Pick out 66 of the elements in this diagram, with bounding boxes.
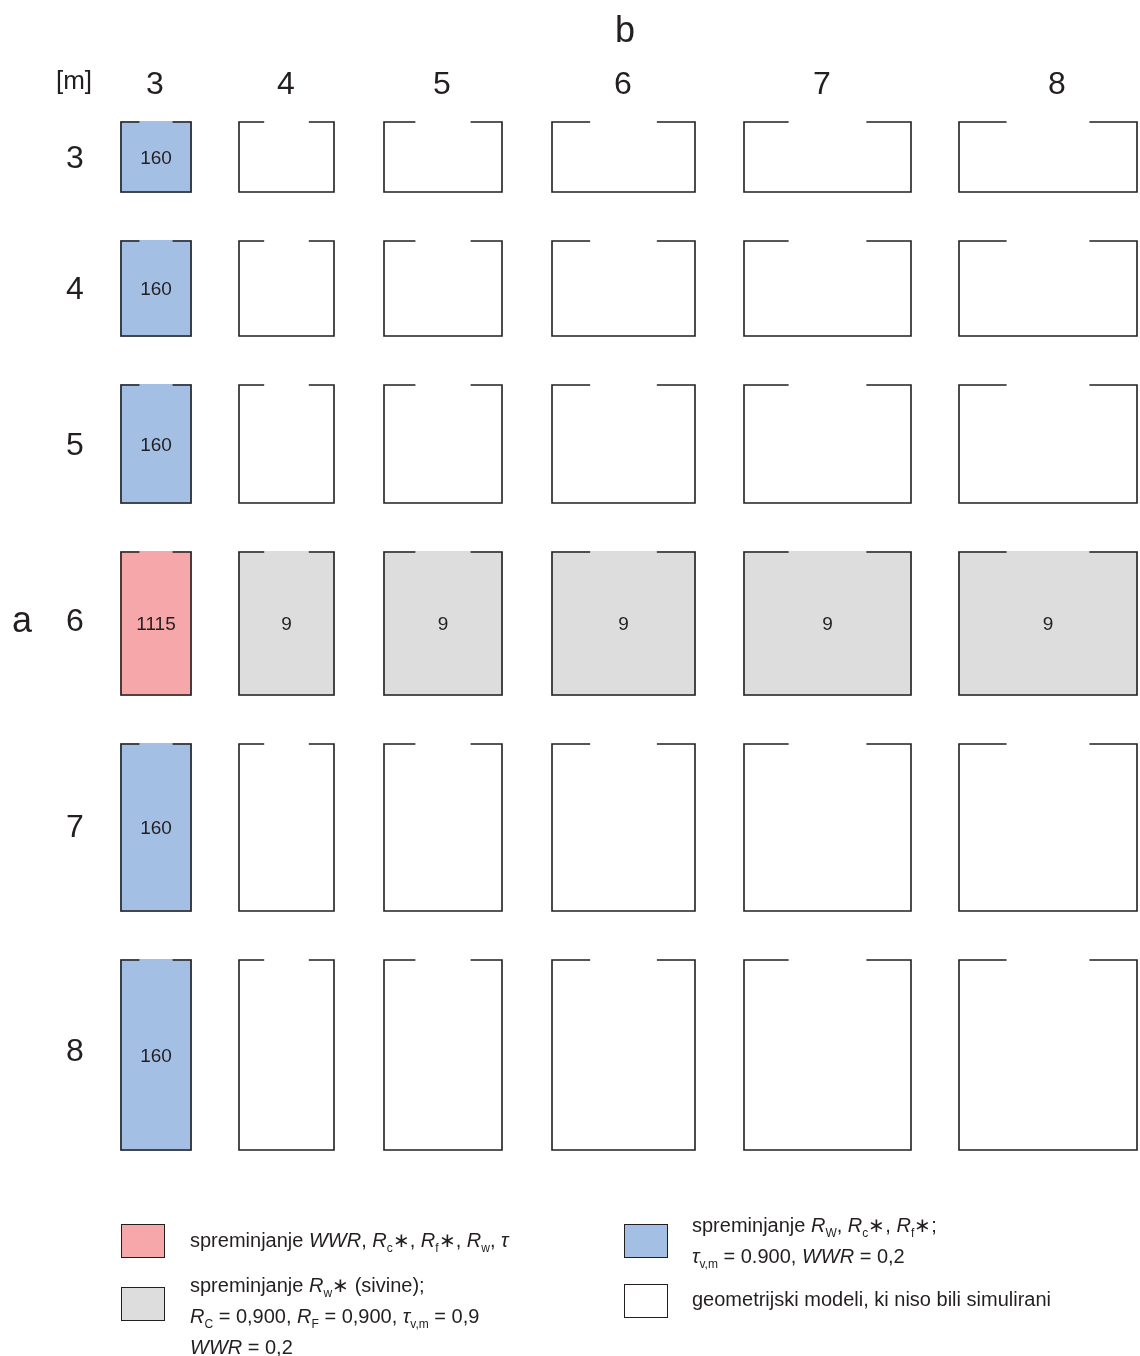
empty-room-plan-box <box>743 743 912 912</box>
count-value: 9 <box>437 614 449 633</box>
room-plan-box <box>551 551 696 696</box>
legend-text: spreminjanje R$_{W}$, R$_{c}$∗, R$_{f}$∗; τ$_{v,m}$ = 0.900, WWR = 0,2 <box>692 1213 938 1272</box>
room-plan-box <box>120 743 192 912</box>
axis-title: a <box>12 602 32 638</box>
room-plan-box <box>958 551 1138 696</box>
empty-room-plan-box <box>958 959 1138 1151</box>
unit-label: [m] <box>55 67 93 93</box>
empty-room-plan-box <box>743 121 912 193</box>
count-value: 9 <box>281 614 292 633</box>
empty-room-plan-box <box>238 240 335 337</box>
empty-room-plan-box <box>383 384 503 504</box>
empty-room-plan-box <box>958 384 1138 504</box>
room-plan-box <box>238 551 335 696</box>
axis-value: 3 <box>146 67 164 99</box>
legend-text: spreminjanje WWR, R$_{c}$∗, R$_{f}$∗, R$_{w}$, τ <box>190 1228 511 1256</box>
axis-value: 7 <box>66 810 84 842</box>
empty-room-plan-box <box>383 240 503 337</box>
empty-room-plan-box <box>551 959 696 1151</box>
axis-value: 8 <box>1048 67 1066 99</box>
count-value: 160 <box>140 434 172 454</box>
axis-value: 5 <box>66 428 84 460</box>
axis-value: 7 <box>813 67 831 99</box>
empty-room-plan-box <box>238 743 335 912</box>
empty-room-plan-box <box>958 121 1138 193</box>
axis-value: 4 <box>277 67 295 99</box>
count-value: 1115 <box>136 614 176 633</box>
axis-value: 6 <box>66 604 84 636</box>
count-value: 9 <box>618 614 629 633</box>
axis-value: 5 <box>433 67 451 99</box>
empty-room-plan-box <box>743 384 912 504</box>
empty-room-plan-box <box>551 240 696 337</box>
count-value: 160 <box>140 279 172 298</box>
empty-room-plan-box <box>383 743 503 912</box>
empty-room-plan-box <box>743 959 912 1151</box>
empty-room-plan-box <box>551 121 696 193</box>
room-plan-box <box>120 384 192 504</box>
room-plan-box <box>120 959 192 1151</box>
empty-room-plan-box <box>383 959 503 1151</box>
legend-text: geometrijski modeli, ki niso bili simulirani <box>692 1287 1052 1312</box>
empty-room-plan-box <box>238 121 335 193</box>
room-plan-box <box>743 551 912 696</box>
empty-room-plan-box <box>551 384 696 504</box>
axis-value: 4 <box>66 272 84 304</box>
empty-room-plan-box <box>383 121 503 193</box>
room-plan-box <box>120 121 192 193</box>
empty-room-plan-box <box>551 743 696 912</box>
axis-title: b <box>615 12 635 48</box>
room-plan-box <box>120 240 192 337</box>
count-value: 160 <box>140 818 172 837</box>
empty-room-plan-box <box>238 959 335 1151</box>
axis-value: 6 <box>614 67 632 99</box>
room-plan-box <box>120 551 192 696</box>
empty-room-plan-box <box>238 384 335 504</box>
empty-room-plan-box <box>958 240 1138 337</box>
axis-value: 3 <box>66 141 84 173</box>
empty-room-plan-box <box>958 743 1138 912</box>
count-value: 160 <box>140 147 172 167</box>
room-plan-box <box>383 551 503 696</box>
axis-value: 8 <box>66 1034 84 1066</box>
count-value: 9 <box>822 614 833 633</box>
legend-text: spreminjanje R$_{w}$∗ (sivine); R$_{C}$ = 0,900, R$_{F}$ = 0,900, τ$_{v,m}$ = 0,9 WWR = 0,2 <box>190 1273 481 1356</box>
empty-room-plan-box <box>743 240 912 337</box>
count-value: 9 <box>1042 614 1054 633</box>
count-value: 160 <box>140 1045 172 1065</box>
